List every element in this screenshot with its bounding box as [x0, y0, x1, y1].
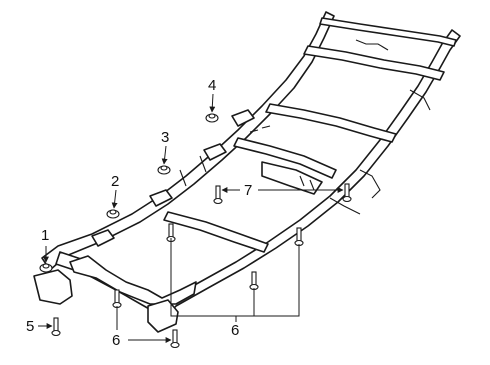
callout-6-bottom-left: 6 [112, 332, 120, 349]
body-mount-pad-3 [203, 143, 227, 161]
part-bolt-7-b[interactable] [342, 183, 352, 203]
part-bolt-6-b[interactable] [170, 329, 180, 349]
callout-6-bottom-right: 6 [231, 322, 239, 339]
body-mount-pad-2 [149, 189, 173, 207]
callout-4: 4 [208, 77, 216, 94]
front-left-bumper-bracket [33, 269, 73, 305]
callout-1: 1 [41, 227, 49, 244]
leader-lines [38, 93, 344, 343]
body-mount-pad-4 [231, 109, 255, 127]
left-frame-rail [41, 11, 335, 271]
part-bolt-7-a[interactable] [213, 185, 223, 205]
part-cushion-4[interactable] [205, 113, 219, 123]
callout-2: 2 [111, 173, 119, 190]
front-lower-bracket [69, 255, 197, 305]
cross-member-3 [233, 137, 337, 179]
rear-cross-member [303, 45, 445, 81]
part-cushion-1[interactable] [39, 263, 53, 273]
callout-5: 5 [26, 318, 34, 335]
cross-member-4 [265, 103, 397, 143]
body-mount-pad-1 [91, 229, 115, 247]
part-cushion-3[interactable] [157, 165, 171, 175]
transmission-crossmember [261, 161, 323, 195]
part-bolt-6-d[interactable] [249, 271, 259, 291]
callout-3: 3 [161, 129, 169, 146]
part-bolt-5[interactable] [51, 317, 61, 337]
cross-member-2 [163, 211, 269, 253]
rear-end-cross-member [319, 17, 457, 47]
vehicle-frame [33, 11, 461, 333]
callout-7: 7 [244, 182, 252, 199]
part-cushion-2[interactable] [106, 209, 120, 219]
